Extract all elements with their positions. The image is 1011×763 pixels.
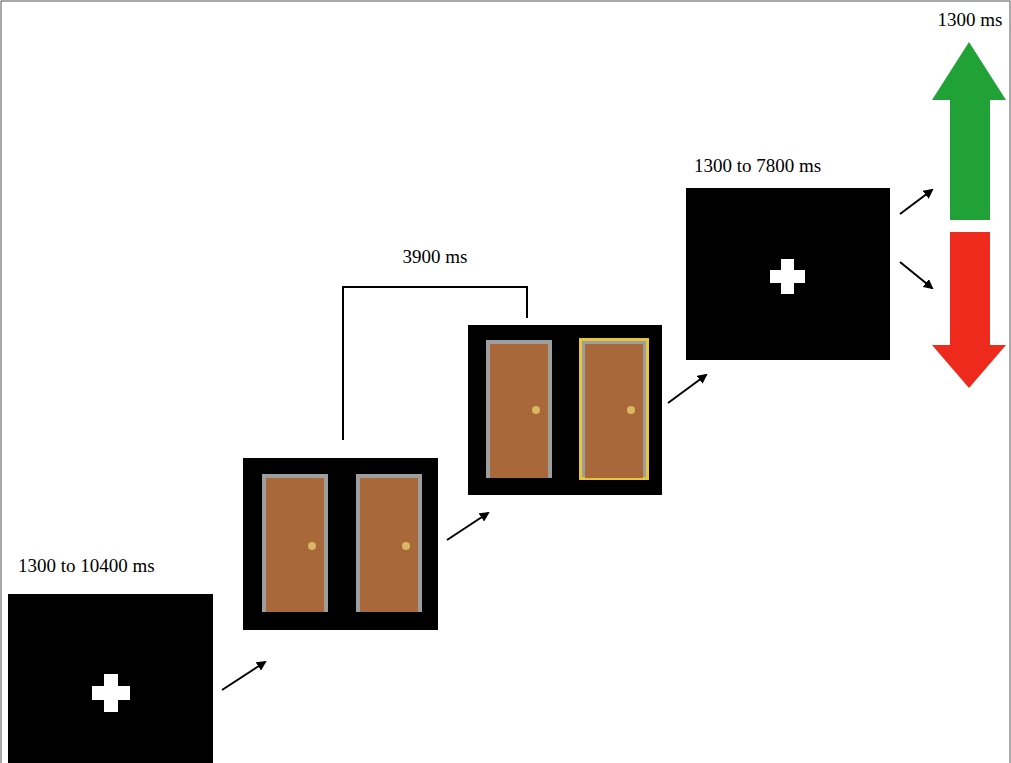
fixation-screen xyxy=(686,188,890,360)
doorknob xyxy=(402,542,410,550)
duration-label: 1300 to 10400 ms xyxy=(18,556,155,577)
door xyxy=(585,344,643,478)
door-frame xyxy=(356,474,422,612)
fixation-screen xyxy=(8,594,213,763)
doorknob xyxy=(308,542,316,550)
win-feedback-arrow xyxy=(932,42,1006,220)
branch-arrow xyxy=(900,262,932,288)
duration-bracket xyxy=(343,287,527,440)
door xyxy=(360,478,418,612)
door-frame xyxy=(486,340,552,478)
doorknob xyxy=(627,406,635,414)
door-frame xyxy=(582,341,646,477)
door-screen xyxy=(468,325,662,495)
selected-door-frame xyxy=(579,338,649,480)
sequence-arrow xyxy=(222,662,265,690)
fixation-cross xyxy=(92,674,130,712)
duration-label: 3900 ms xyxy=(403,247,468,268)
branch-arrow xyxy=(900,190,932,214)
fixation-cross xyxy=(770,259,805,294)
sequence-arrow xyxy=(668,375,706,403)
loss-feedback-arrow xyxy=(932,232,1006,388)
duration-label: 1300 ms xyxy=(938,10,1003,31)
doorknob xyxy=(532,406,540,414)
door xyxy=(490,344,548,478)
door-frame xyxy=(262,474,328,612)
door xyxy=(266,478,324,612)
duration-label: 1300 to 7800 ms xyxy=(694,156,821,177)
door-screen xyxy=(243,458,438,630)
sequence-arrow xyxy=(447,513,488,540)
